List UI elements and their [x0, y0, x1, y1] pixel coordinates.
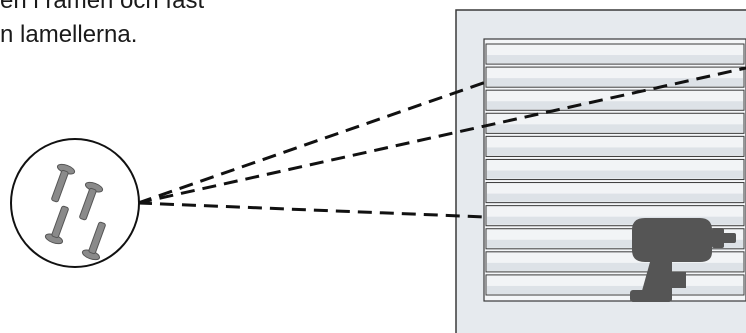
- guide-line-3: [137, 201, 487, 219]
- slat-shade: [487, 239, 743, 248]
- instruction-line-2: n lamellerna.: [0, 21, 138, 48]
- screws-detail: [10, 138, 140, 268]
- dashed-guide-lines: [137, 66, 746, 219]
- instruction-line-1: en i ramen och fäst: [0, 0, 205, 14]
- shutter-frame: [455, 9, 746, 333]
- instruction-text: en i ramen och fäst n lamellerna.: [0, 0, 340, 52]
- slat-shade: [487, 101, 743, 110]
- detail-circle: [10, 138, 140, 268]
- slat-shade: [487, 55, 743, 64]
- slat-shade: [487, 147, 743, 156]
- slat-shade: [487, 78, 743, 87]
- slat-shade: [487, 285, 743, 294]
- drill-icon: [630, 218, 736, 302]
- slat-shade: [487, 170, 743, 179]
- slat-shade: [487, 124, 743, 133]
- guide-line-2: [137, 66, 746, 205]
- shutter-slats: [485, 43, 745, 296]
- slat-shade: [487, 193, 743, 202]
- slat-shade: [487, 216, 743, 225]
- guide-line-1: [137, 80, 487, 205]
- slat-shade: [487, 262, 743, 271]
- screws-icon: [44, 163, 106, 261]
